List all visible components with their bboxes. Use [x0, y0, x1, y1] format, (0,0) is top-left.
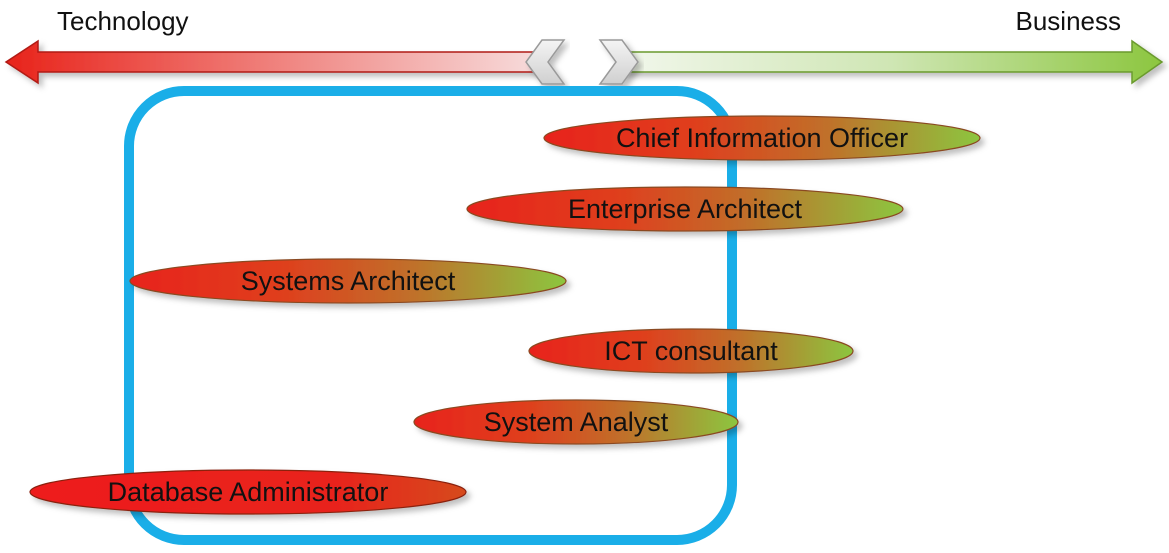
role-label: ICT consultant — [604, 336, 778, 366]
role-pill-dba: Database Administrator — [29, 469, 467, 515]
role-label: System Analyst — [484, 407, 669, 437]
role-pill-system-analyst: System Analyst — [413, 399, 739, 445]
role-label: Enterprise Architect — [568, 194, 803, 224]
left-chevron-icon — [525, 39, 566, 85]
business-arrow — [619, 39, 1164, 85]
role-pill-enterprise-architect: Enterprise Architect — [466, 186, 904, 232]
role-label: Chief Information Officer — [616, 123, 908, 153]
scope-frame — [124, 86, 737, 545]
role-pill-systems-architect: Systems Architect — [129, 258, 567, 304]
business-axis-label: Business — [1015, 6, 1122, 36]
role-pill-cio: Chief Information Officer — [543, 115, 981, 161]
role-pill-ict-consultant: ICT consultant — [528, 328, 854, 374]
role-label: Database Administrator — [108, 477, 389, 507]
technology-axis-label: Technology — [57, 6, 189, 36]
role-label: Systems Architect — [241, 266, 456, 296]
technology-arrow — [4, 39, 541, 85]
right-chevron-icon — [598, 39, 639, 85]
